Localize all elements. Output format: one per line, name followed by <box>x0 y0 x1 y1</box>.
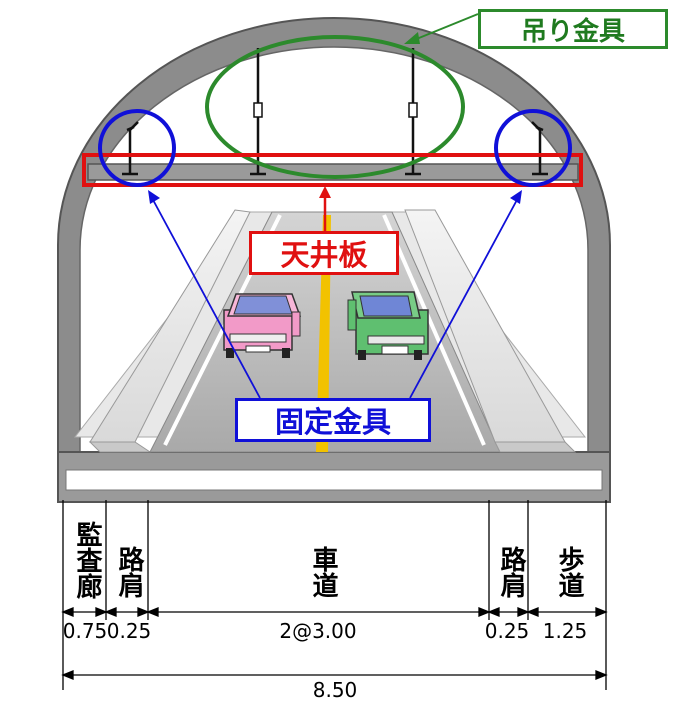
zone-label-inspection-gallery: 監査廊 <box>72 521 102 599</box>
ceiling-board <box>87 163 579 181</box>
dim-value-total: 8.50 <box>312 678 358 702</box>
dim-value-shoulder-right: 0.25 <box>484 619 530 643</box>
green-car <box>347 291 429 360</box>
dim-value-gallery: 0.75 <box>62 619 108 643</box>
bracket-highlight-left <box>98 109 176 187</box>
floor-slab <box>57 451 611 503</box>
zone-label-carriageway: 車道 <box>308 546 338 598</box>
zone-label-shoulder-right: 路肩 <box>496 546 526 598</box>
dim-value-sidewalk: 1.25 <box>542 619 588 643</box>
dim-value-shoulder-left: 0.25 <box>106 619 152 643</box>
zone-label-shoulder-left: 路肩 <box>114 546 144 598</box>
fixing-bracket-callout-label: 固定金具 <box>235 398 431 442</box>
ceiling-board-highlight <box>82 153 583 187</box>
fixing-brackets <box>122 121 548 176</box>
pink-car <box>223 293 302 358</box>
dim-value-carriageway: 2@3.00 <box>279 619 357 643</box>
ceiling-board-callout-label: 天井板 <box>249 231 399 275</box>
hanger-callout-label: 吊り金具 <box>478 9 668 49</box>
annotations <box>82 13 583 399</box>
zone-label-sidewalk: 歩道 <box>554 546 584 598</box>
dimension-lines <box>61 500 608 690</box>
hanger-rods <box>250 48 421 176</box>
bracket-highlight-right <box>494 109 572 187</box>
hanger-highlight-ellipse <box>205 35 465 179</box>
